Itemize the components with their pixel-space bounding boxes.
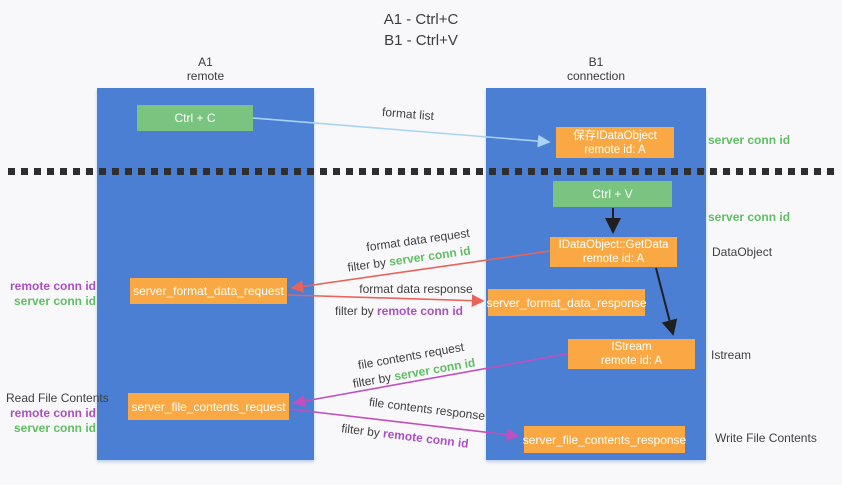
istream-title: IStream [611, 341, 652, 353]
arrow-format-list [252, 117, 551, 148]
server-format-data-request-node: server_format_data_request [130, 278, 287, 304]
write-file-contents-label: Write File Contents [715, 431, 817, 445]
left-server-conn-id-top: server conn id [13, 294, 96, 308]
ctrl-v-node: Ctrl + V [553, 181, 672, 207]
title-line-2: B1 - Ctrl+V [384, 32, 458, 49]
ctrl-c-label: Ctrl + C [174, 111, 216, 125]
server-format-data-request-label: server_format_data_request [133, 284, 284, 298]
lane-a1-name: A1 [198, 55, 213, 69]
lane-header-a1: A1 remote [97, 55, 314, 83]
save-idataobject-remote-id: remote id: A [584, 143, 646, 156]
format-data-response-filter-label: filter by remote conn id [335, 304, 463, 318]
left-conn-id-block-top: remote conn id server conn id [6, 279, 96, 309]
dataobject-label: DataObject [712, 245, 773, 259]
server-format-data-response-label: server_format_data_response [486, 295, 647, 310]
server-format-data-response-node: server_format_data_response [486, 289, 647, 316]
save-idataobject-title: 保存IDataObject [573, 129, 657, 142]
arrow-format-data-response [287, 294, 485, 308]
save-idataobject-node: 保存IDataObject remote id: A [556, 127, 674, 158]
arrow-format-data-request [290, 250, 551, 293]
arrow-getdata-to-istream [655, 267, 678, 336]
getdata-title: IDataObject::GetData [558, 239, 669, 251]
right-server-conn-id-top: server conn id [708, 133, 791, 147]
server-file-contents-request-label: server_file_contents_request [131, 399, 286, 414]
left-conn-id-block-bottom: remote conn id server conn id [6, 406, 96, 436]
arrow-file-contents-request [292, 351, 578, 408]
title-line-1: A1 - Ctrl+C [383, 11, 459, 28]
format-data-response-label: format data response [359, 282, 473, 296]
getdata-node: IDataObject::GetData remote id: A [550, 237, 677, 267]
server-file-contents-response-label: server_file_contents_response [522, 432, 687, 447]
lane-header-b1: B1 connection [486, 55, 706, 83]
istream-node: IStream remote id: A [568, 339, 695, 369]
remote-conn-id-text: remote conn id [377, 304, 464, 318]
istream-remote-id: remote id: A [600, 355, 663, 367]
left-remote-conn-id-bottom: remote conn id [9, 406, 96, 420]
getdata-remote-id: remote id: A [582, 253, 645, 265]
arrow-file-contents-response [288, 408, 520, 442]
left-server-conn-id-bottom: server conn id [13, 421, 96, 435]
server-file-contents-response-node: server_file_contents_response [522, 426, 687, 453]
dotted-divider [8, 168, 836, 175]
istream-side-label: Istream [711, 348, 752, 362]
ctrl-c-node: Ctrl + C [137, 105, 253, 131]
left-remote-conn-id-top: remote conn id [9, 279, 96, 293]
ctrl-v-label: Ctrl + V [592, 187, 633, 201]
server-file-contents-request-node: server_file_contents_request [128, 393, 289, 420]
right-server-conn-id-middle: server conn id [708, 210, 791, 224]
read-file-contents-label: Read File Contents [6, 391, 109, 405]
diagram-title: A1 - Ctrl+C B1 - Ctrl+V [0, 9, 842, 51]
filter-by-text: filter by [334, 304, 377, 318]
lane-a1-role: remote [186, 69, 225, 83]
lane-b1-name: B1 [588, 55, 604, 69]
lane-b1-role: connection [566, 69, 626, 83]
